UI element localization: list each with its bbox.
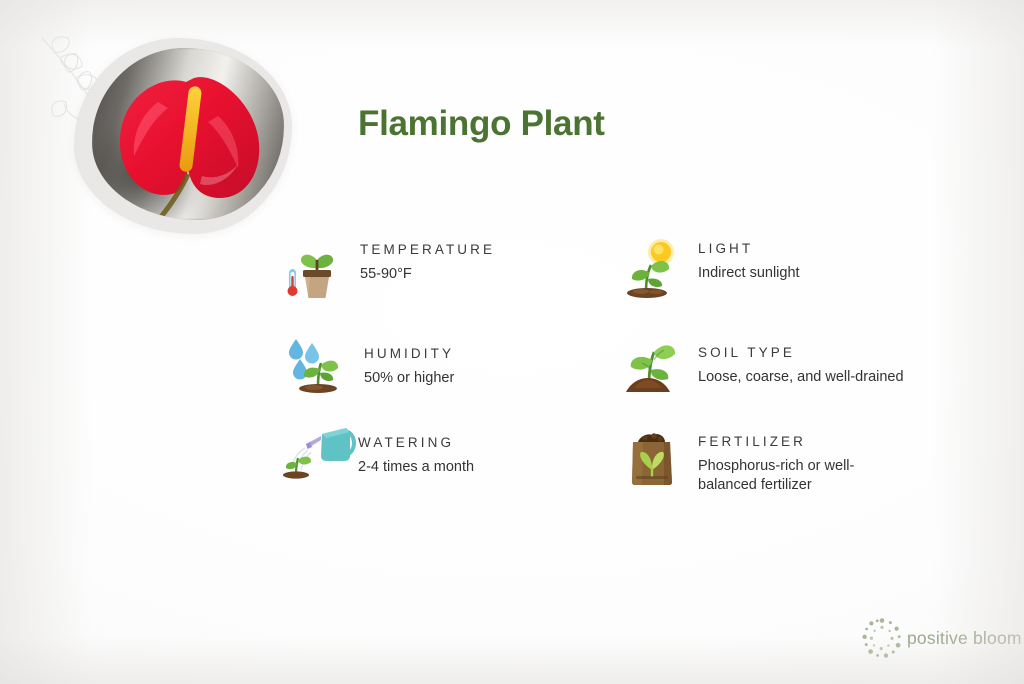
care-label-watering: WATERING [358, 435, 455, 450]
care-column-left: TEMPERATURE 55-90°F HUMIDITY [282, 238, 612, 480]
brand-logo[interactable]: positive bloom [858, 612, 1021, 664]
dotted-circle-bloom-icon [858, 614, 906, 662]
brand-logo-text: positive bloom [907, 627, 1022, 648]
care-item-temperature: TEMPERATURE 55-90°F [286, 238, 612, 300]
care-item-soil-type: SOIL TYPE Loose, coarse, and well-draine… [620, 334, 950, 396]
care-text-watering: WATERING 2-4 times a month [344, 418, 474, 477]
care-column-right: LIGHT Indirect sunlight SOIL TYPE [620, 238, 950, 496]
care-value-light: Indirect sunlight [698, 265, 800, 281]
plant-photo [74, 38, 292, 234]
seedling-water-drops-icon [286, 333, 348, 395]
care-text-temperature: TEMPERATURE 55-90°F [348, 238, 495, 284]
care-text-fertilizer: FERTILIZER Phosphorus-rich or well-balan… [682, 426, 873, 496]
care-label-soil-type: SOIL TYPE [698, 345, 795, 360]
care-label-fertilizer: FERTILIZER [698, 434, 807, 449]
care-value-humidity: 50% or higher [364, 370, 455, 386]
care-label-temperature: TEMPERATURE [360, 242, 496, 257]
anthurium-flower-illustration [119, 77, 260, 220]
seedling-soil-icon [620, 334, 682, 396]
seedling-sun-icon [620, 238, 682, 300]
photo-image-clip [92, 48, 284, 220]
potted-plant-thermometer-icon [286, 238, 348, 300]
care-value-fertilizer: Phosphorus-rich or well-balanced fertili… [698, 458, 855, 494]
care-value-soil-type: Loose, coarse, and well-drained [698, 369, 904, 385]
care-text-humidity: HUMIDITY 50% or higher [348, 333, 454, 388]
care-label-light: LIGHT [698, 241, 754, 256]
care-item-light: LIGHT Indirect sunlight [620, 238, 950, 300]
care-text-light: LIGHT Indirect sunlight [682, 238, 800, 283]
watering-can-icon [282, 418, 356, 480]
care-value-temperature: 55-90°F [360, 266, 412, 282]
care-item-humidity: HUMIDITY 50% or higher [286, 333, 612, 395]
fertilizer-bag-icon [620, 426, 682, 488]
care-label-humidity: HUMIDITY [364, 346, 455, 361]
care-item-fertilizer: FERTILIZER Phosphorus-rich or well-balan… [620, 426, 950, 496]
page-title: Flamingo Plant [358, 104, 605, 143]
care-value-watering: 2-4 times a month [358, 459, 475, 475]
care-text-soil-type: SOIL TYPE Loose, coarse, and well-draine… [682, 334, 904, 387]
care-item-watering: WATERING 2-4 times a month [282, 418, 612, 480]
